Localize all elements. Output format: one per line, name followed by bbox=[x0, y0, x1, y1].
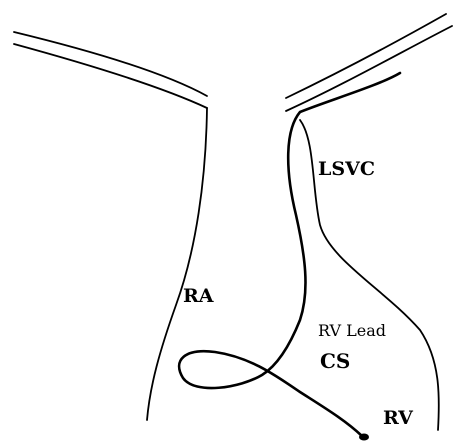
label-cs: CS bbox=[320, 351, 350, 371]
rv-pacing-lead bbox=[179, 73, 400, 436]
label-lsvc: LSVC bbox=[318, 160, 375, 179]
right-vein-upper-wall bbox=[286, 14, 446, 98]
lead-tip-electrode bbox=[359, 434, 369, 441]
label-rv-lead: RV Lead bbox=[318, 323, 386, 339]
left-vein-lower-wall bbox=[14, 44, 207, 108]
right-atrium-wall bbox=[147, 108, 207, 420]
right-vein-lower-wall bbox=[286, 26, 452, 111]
left-vein-upper-wall bbox=[14, 32, 207, 96]
label-ra: RA bbox=[183, 287, 214, 306]
label-rv: RV bbox=[383, 409, 413, 428]
